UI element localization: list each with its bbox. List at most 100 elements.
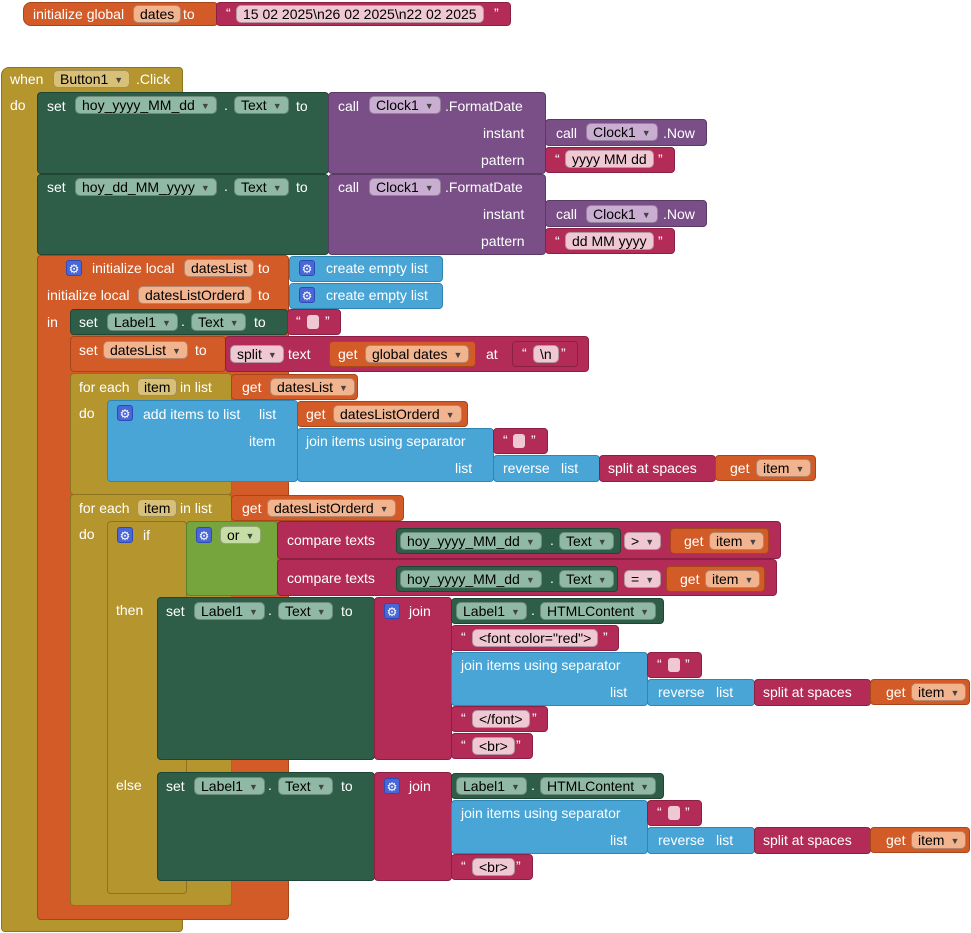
chevron-down-icon: ▼ <box>162 318 171 328</box>
then-join-separator-block[interactable] <box>451 652 648 706</box>
item-dropdown[interactable]: item▼ <box>911 683 967 701</box>
label1-label: Label1 <box>463 778 506 794</box>
formatdate-call-block-2[interactable] <box>328 174 546 255</box>
set-label1-text-block[interactable] <box>70 309 288 335</box>
split-spaces-label: split at spaces <box>763 832 852 848</box>
pattern-label: pattern <box>481 233 525 249</box>
label1-dropdown[interactable]: Label1▼ <box>194 777 265 795</box>
gear-icon[interactable]: ⚙ <box>299 287 315 303</box>
item-dropdown[interactable]: item▼ <box>705 570 761 588</box>
htmlcontent-label: HTMLContent <box>547 778 635 794</box>
gear-icon[interactable]: ⚙ <box>299 260 315 276</box>
br-field[interactable]: <br> <box>472 737 515 755</box>
set1-property-dropdown[interactable]: Text▼ <box>234 96 289 114</box>
gear-icon[interactable]: ⚙ <box>196 527 212 543</box>
at-label: at <box>486 346 498 362</box>
global-name-field[interactable]: dates <box>133 5 182 23</box>
dateslistorderd-dropdown-2[interactable]: datesListOrderd▼ <box>267 499 396 517</box>
foreach-item-field[interactable]: item <box>137 378 178 396</box>
newline-field[interactable]: \n <box>533 345 559 363</box>
item-dropdown[interactable]: item▼ <box>911 831 967 849</box>
set2-property-dropdown[interactable]: Text▼ <box>234 178 289 196</box>
empty-text-field[interactable] <box>307 315 319 329</box>
join-separator-block[interactable] <box>297 428 494 482</box>
htmlcontent-dropdown[interactable]: HTMLContent▼ <box>540 602 657 620</box>
sep-text-block[interactable] <box>493 428 548 454</box>
then-join-block[interactable] <box>374 597 452 760</box>
gear-icon[interactable]: ⚙ <box>384 778 400 794</box>
text-property-dropdown[interactable]: Text ▼ <box>191 313 246 331</box>
hoy-comp-dropdown[interactable]: hoy_yyyy_MM_dd▼ <box>400 532 542 550</box>
clock-dropdown[interactable]: Clock1▼ <box>369 178 441 196</box>
now-clock-dropdown[interactable]: Clock1▼ <box>586 205 658 223</box>
dateslist-label: datesList <box>110 342 167 358</box>
dateslist-dropdown[interactable]: datesList▼ <box>103 341 188 359</box>
quote-open: “ <box>296 313 301 329</box>
split-spaces-block[interactable] <box>754 679 871 706</box>
dot-label: . <box>531 777 535 793</box>
text-property-label: Text <box>198 314 224 330</box>
get-dateslist-dropdown[interactable]: datesList▼ <box>270 378 355 396</box>
reverse-list-block[interactable] <box>493 455 600 482</box>
split-dropdown[interactable]: split▼ <box>230 345 284 363</box>
local-var1-field[interactable]: datesList <box>184 259 255 277</box>
foreach-item-field[interactable]: item <box>137 499 178 517</box>
op-gt-dropdown[interactable]: >▼ <box>624 532 662 550</box>
local-var2-field[interactable]: datesListOrderd <box>138 286 252 304</box>
now-clock-dropdown[interactable]: Clock1▼ <box>586 123 658 141</box>
else-set-label1-block[interactable] <box>157 772 375 881</box>
pattern-field-2[interactable]: dd MM yyyy <box>565 232 654 250</box>
chevron-down-icon: ▼ <box>950 836 960 846</box>
sep-field[interactable] <box>513 434 525 448</box>
font-close-field[interactable]: </font> <box>472 710 530 728</box>
label1-label: Label1 <box>114 314 157 330</box>
label1-dropdown[interactable]: Label1▼ <box>456 602 527 620</box>
chevron-down-icon: ▼ <box>229 318 239 328</box>
sep-field[interactable] <box>668 806 680 820</box>
gear-icon[interactable]: ⚙ <box>384 603 400 619</box>
br-field[interactable]: <br> <box>472 858 515 876</box>
hoy-comp-dropdown[interactable]: hoy_yyyy_MM_dd▼ <box>400 570 542 588</box>
label1-dropdown[interactable]: Label1▼ <box>456 777 527 795</box>
global-init-block[interactable] <box>23 2 218 26</box>
chevron-down-icon: ▼ <box>640 782 650 792</box>
text-property-dropdown[interactable]: Text▼ <box>559 570 614 588</box>
split-spaces-label: split at spaces <box>763 684 852 700</box>
text-property-dropdown[interactable]: Text▼ <box>559 532 614 550</box>
split-label: split <box>237 346 262 362</box>
set1-component-dropdown[interactable]: hoy_yyyy_MM_dd▼ <box>75 96 217 114</box>
global-dates-dropdown[interactable]: global dates▼ <box>365 345 470 363</box>
dateslistorderd-dropdown[interactable]: datesListOrderd▼ <box>333 405 462 423</box>
font-red-field[interactable]: <font color="red"> <box>472 629 599 647</box>
split-spaces-block[interactable] <box>599 455 716 482</box>
label1-label: Label1 <box>201 778 244 794</box>
event-component-dropdown[interactable]: Button1▼ <box>53 70 131 88</box>
label1-dropdown[interactable]: Label1 ▼ <box>107 313 178 331</box>
item-dropdown[interactable]: item▼ <box>709 532 765 550</box>
gear-icon[interactable]: ⚙ <box>117 527 133 543</box>
op-eq-dropdown[interactable]: =▼ <box>624 570 662 588</box>
split-spaces-block[interactable] <box>754 827 871 854</box>
foreach-label: for each <box>79 379 130 395</box>
pattern-field[interactable]: yyyy MM dd <box>565 150 654 168</box>
add-items-block[interactable] <box>107 400 298 482</box>
gear-icon[interactable]: ⚙ <box>117 405 133 421</box>
item-dropdown[interactable]: item▼ <box>756 459 812 477</box>
clock-dropdown[interactable]: Clock1▼ <box>369 96 441 114</box>
sep-text-block[interactable] <box>647 800 702 826</box>
set-label: set <box>166 603 185 619</box>
sep-field[interactable] <box>668 658 680 672</box>
text-property-dropdown[interactable]: Text▼ <box>278 602 333 620</box>
global-value-field[interactable]: 15 02 2025\n26 02 2025\n22 02 2025 <box>236 5 484 23</box>
htmlcontent-dropdown[interactable]: HTMLContent ▼ <box>540 777 657 795</box>
label1-dropdown[interactable]: Label1▼ <box>194 602 265 620</box>
then-set-label1-block[interactable] <box>157 597 375 760</box>
or-dropdown[interactable]: or▼ <box>220 526 262 544</box>
set2-component-dropdown[interactable]: hoy_dd_MM_yyyy▼ <box>75 178 217 196</box>
reverse-list-block[interactable] <box>647 827 755 854</box>
set1-component-label: hoy_yyyy_MM_dd <box>82 97 195 113</box>
text-label: text <box>288 346 311 362</box>
text-property-dropdown[interactable]: Text▼ <box>278 777 333 795</box>
or-block[interactable] <box>186 521 278 596</box>
gear-icon[interactable]: ⚙ <box>66 260 82 276</box>
